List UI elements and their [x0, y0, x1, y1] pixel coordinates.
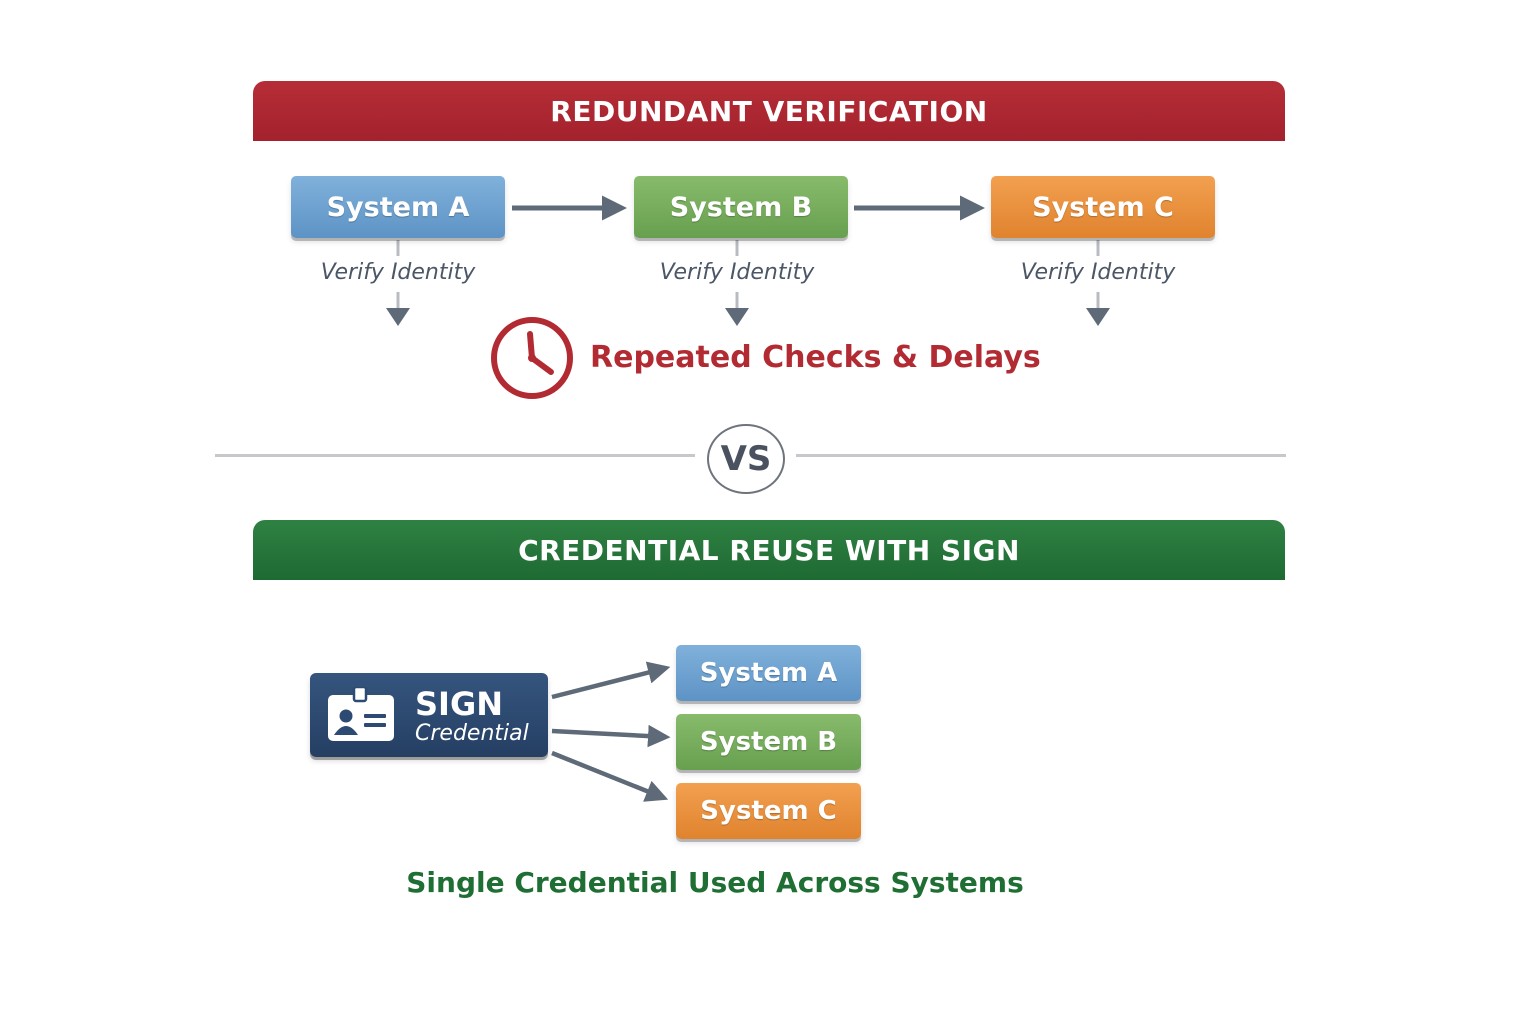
- top-system-c-label: System C: [1032, 191, 1174, 223]
- verify-arrowhead-b: [725, 308, 749, 326]
- divider-line-left: [215, 454, 695, 457]
- top-system-a-label: System A: [326, 191, 470, 223]
- redundant-verification-banner: REDUNDANT VERIFICATION: [253, 81, 1285, 141]
- sign-credential-title: SIGN: [415, 685, 503, 723]
- verify-arrowhead-a: [386, 308, 410, 326]
- bottom-system-c-label: System C: [700, 796, 837, 826]
- top-system-b-box: System B: [634, 176, 848, 238]
- single-credential-caption: Single Credential Used Across Systems: [406, 866, 1024, 899]
- arrow-sign-to-b: [551, 724, 671, 748]
- verify-arrowhead-c: [1086, 308, 1110, 326]
- credential-reuse-title: CREDENTIAL REUSE WITH SIGN: [518, 533, 1020, 567]
- id-card-icon: [328, 687, 394, 741]
- vs-text: VS: [720, 439, 772, 479]
- verify-identity-c: Verify Identity: [1020, 260, 1176, 285]
- top-system-b-label: System B: [669, 191, 813, 223]
- top-system-c-box: System C: [991, 176, 1215, 238]
- arrow-sign-to-a: [551, 661, 671, 700]
- bottom-system-b-label: System B: [699, 727, 838, 757]
- arrow-sign-to-c: [551, 750, 669, 802]
- verify-identity-b: Verify Identity: [659, 260, 815, 285]
- divider-line-right: [796, 454, 1286, 457]
- clock-icon: [491, 317, 573, 399]
- bottom-system-c-box: System C: [676, 783, 861, 839]
- sign-credential-subtitle: Credential: [415, 721, 529, 746]
- verify-identity-a: Verify Identity: [320, 260, 476, 285]
- repeated-checks-text: Repeated Checks & Delays: [590, 340, 1041, 375]
- bottom-system-a-label: System A: [699, 658, 838, 688]
- redundant-verification-title: REDUNDANT VERIFICATION: [550, 94, 988, 128]
- bottom-system-a-box: System A: [676, 645, 861, 701]
- bottom-system-b-box: System B: [676, 714, 861, 770]
- top-system-a-box: System A: [291, 176, 505, 238]
- sign-credential-box: SIGN Credential: [310, 673, 548, 757]
- credential-reuse-banner: CREDENTIAL REUSE WITH SIGN: [253, 520, 1285, 580]
- vs-badge: VS: [707, 424, 785, 494]
